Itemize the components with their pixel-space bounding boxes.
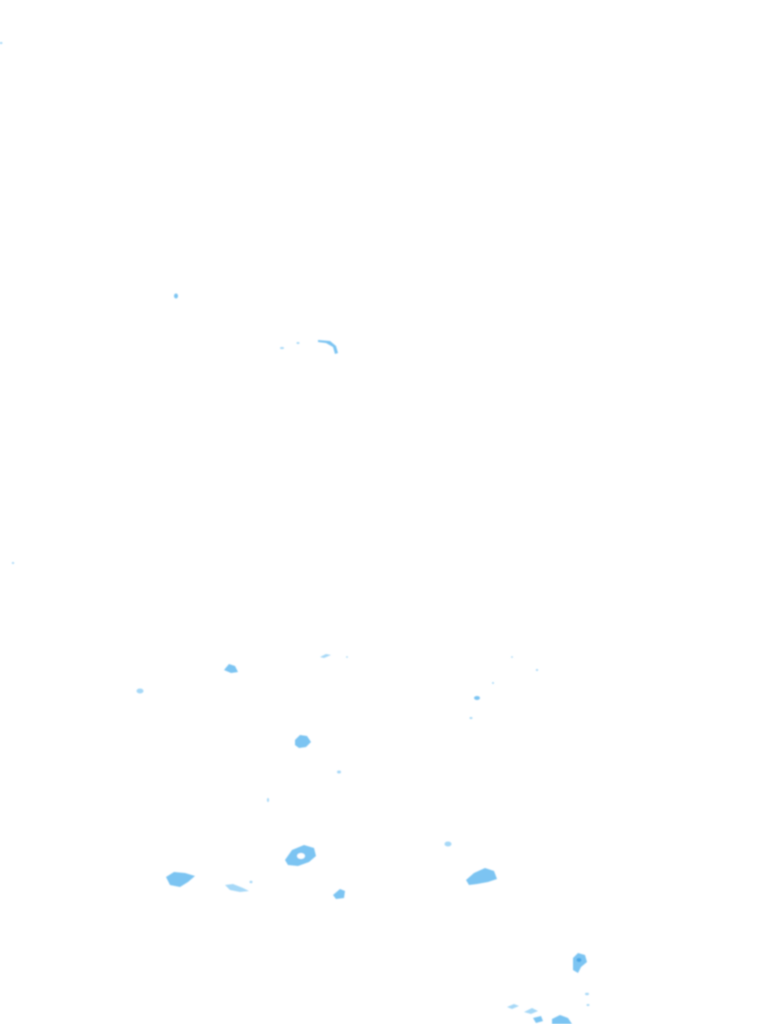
precip-cell — [295, 735, 311, 748]
precip-cell — [535, 669, 539, 671]
precip-cell — [507, 1004, 519, 1009]
precip-cell — [346, 656, 348, 658]
precip-cell — [225, 884, 249, 892]
precip-cell — [136, 688, 144, 694]
precip-cell — [466, 868, 497, 885]
precip-cell — [318, 340, 338, 354]
precip-cell — [576, 958, 582, 962]
precip-cell — [524, 1008, 538, 1014]
precip-cell — [249, 880, 253, 884]
precip-cell — [533, 1016, 543, 1023]
precip-cell — [573, 953, 587, 973]
precip-cell — [444, 841, 452, 847]
precip-cell — [492, 682, 494, 684]
precip-cell — [267, 798, 269, 802]
precip-cell — [224, 664, 238, 673]
precip-cell — [552, 1015, 572, 1024]
precip-cell — [586, 1004, 590, 1006]
precip-cell — [511, 656, 513, 658]
precip-cell — [333, 889, 345, 899]
precip-cell — [0, 42, 3, 44]
precip-cell — [474, 696, 480, 700]
precip-cell — [585, 992, 589, 996]
precip-cell — [166, 872, 195, 887]
precip-cell — [337, 770, 341, 774]
precip-cell — [11, 562, 15, 564]
precip-cell — [280, 347, 284, 349]
precip-cell — [320, 654, 331, 658]
precip-cell — [469, 717, 473, 719]
precip-cell — [297, 853, 305, 859]
precip-cell — [296, 342, 300, 344]
precip-cell — [174, 293, 178, 299]
